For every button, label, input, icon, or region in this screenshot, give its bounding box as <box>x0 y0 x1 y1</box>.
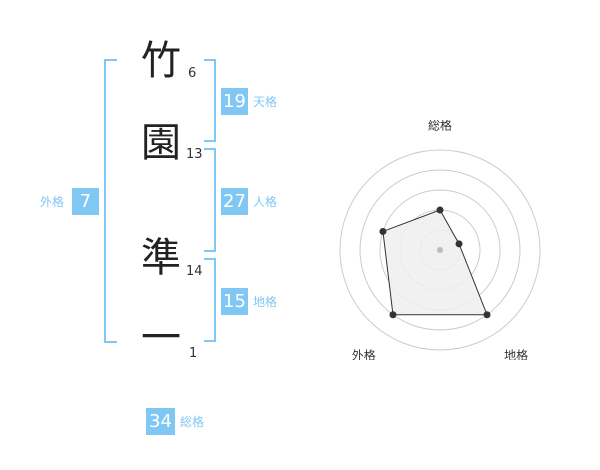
soukaku-label: 総格 <box>180 415 205 429</box>
radar-area <box>382 209 488 316</box>
jinkaku-value: 27 <box>221 188 248 215</box>
radar-point-4 <box>389 311 397 319</box>
stroke-count-2: 13 <box>186 147 203 162</box>
jinkaku-label: 人格 <box>253 195 278 209</box>
radar-points <box>379 206 491 319</box>
radar-center-dot <box>437 247 443 253</box>
name-char-2: 園 <box>141 120 181 166</box>
stroke-count-4: 1 <box>189 346 198 361</box>
name-char-4: 一 <box>141 315 181 361</box>
radar-chart: 総格天格地格外格人格 <box>339 120 541 360</box>
radar-ring <box>339 149 541 351</box>
radar-ring <box>359 169 521 331</box>
radar-point-1 <box>436 206 444 214</box>
radar-axis-label: 地格 <box>504 347 528 360</box>
name-char-1: 竹 <box>141 38 181 84</box>
gaikaku-bracket <box>104 59 117 343</box>
tenkaku-label: 天格 <box>253 95 278 109</box>
chikaku-label: 地格 <box>253 295 278 309</box>
gaikaku-label: 外格 <box>40 195 65 209</box>
stroke-count-1: 6 <box>188 66 197 81</box>
jinkaku-bracket <box>204 148 216 252</box>
radar-point-2 <box>455 240 463 248</box>
tenkaku-bracket <box>204 59 216 142</box>
radar-point-5 <box>379 227 387 235</box>
chikaku-bracket <box>204 258 216 342</box>
radar-axis-label: 総格 <box>428 120 452 133</box>
radar-axis-label: 外格 <box>352 347 376 360</box>
name-char-3: 準 <box>141 235 181 281</box>
gaikaku-value: 7 <box>72 188 99 215</box>
stroke-count-3: 14 <box>186 264 203 279</box>
chikaku-value: 15 <box>221 288 248 315</box>
radar-point-3 <box>483 311 491 319</box>
radar-labels: 総格天格地格外格人格 <box>352 120 528 360</box>
tenkaku-value: 19 <box>221 88 248 115</box>
soukaku-value: 34 <box>146 408 175 435</box>
